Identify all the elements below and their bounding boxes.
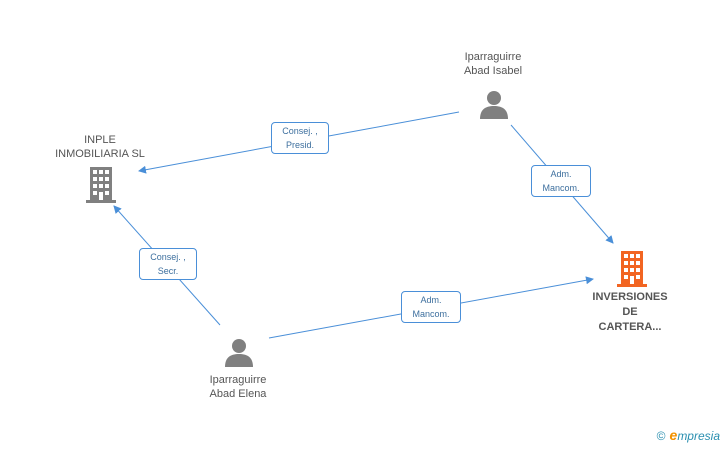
brand-watermark: ©empresia (657, 427, 720, 443)
node-label-line2: DE (622, 306, 638, 318)
edge-label-isabel-inversiones: Adm. Mancom. (531, 165, 591, 197)
edge-label-elena-inple: Consej. , Secr. (139, 248, 197, 280)
node-label-line2: Abad Elena (209, 388, 267, 400)
node-label-line1: Iparraguirre (209, 374, 267, 386)
node-label-elena: Iparraguirre Abad Elena (176, 373, 300, 401)
person-icon[interactable] (479, 90, 509, 120)
edge-label-line1: Adm. (420, 295, 442, 305)
node-label-line1: Iparraguirre (464, 51, 522, 63)
node-label-isabel: Iparraguirre Abad Isabel (431, 50, 555, 78)
brand-initial: e (669, 427, 678, 443)
edge-label-line2: Mancom. (412, 309, 450, 319)
building-icon[interactable] (617, 251, 647, 287)
edge-label-isabel-inple: Consej. , Presid. (271, 122, 329, 154)
person-icon[interactable] (224, 338, 254, 368)
copyright-icon: © (656, 429, 666, 443)
edge-label-line2: Presid. (285, 140, 314, 150)
edge-label-line2: Mancom. (542, 183, 580, 193)
node-label-line1: INVERSIONES (592, 291, 668, 303)
node-label-line2: Abad Isabel (463, 65, 523, 77)
edge-label-line1: Adm. (550, 169, 572, 179)
edge-label-line2: Secr. (157, 266, 179, 276)
building-icon[interactable] (86, 167, 116, 203)
node-label-inversiones: INVERSIONES DE CARTERA... (580, 290, 680, 335)
edge-label-elena-inversiones: Adm. Mancom. (401, 291, 461, 323)
node-label-line2: INMOBILIARIA SL (55, 148, 145, 160)
node-label-line1: INPLE (84, 134, 116, 146)
edge-label-line1: Consej. , (150, 252, 186, 262)
node-label-inple: INPLE INMOBILIARIA SL (38, 133, 162, 161)
brand-name: mpresia (677, 429, 720, 443)
node-label-line3: CARTERA... (598, 321, 662, 333)
edge-label-line1: Consej. , (282, 126, 318, 136)
